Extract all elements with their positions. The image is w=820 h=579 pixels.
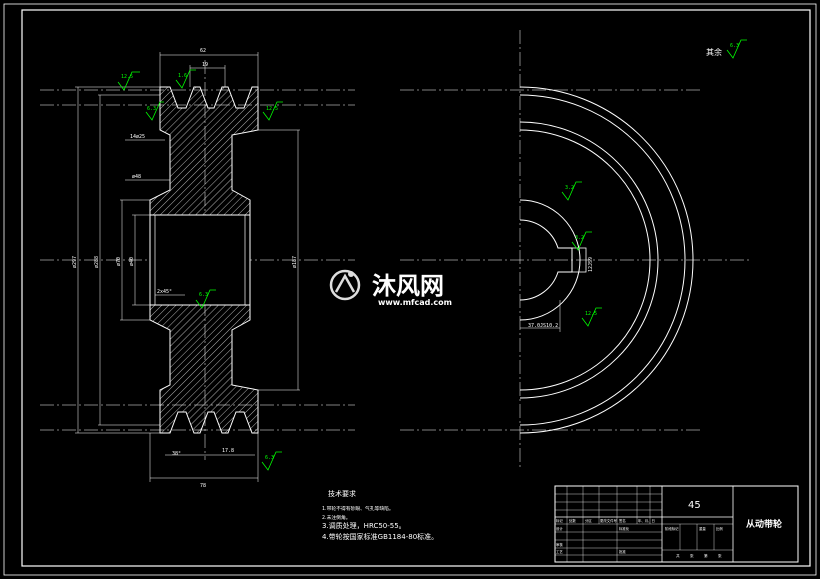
roughness-symbol: 6.3 xyxy=(261,451,282,471)
note-line: 4.带轮按国家标准GB1184-80标准。 xyxy=(322,532,438,541)
svg-text:12.5: 12.5 xyxy=(121,74,133,80)
tb-cell: 设计 xyxy=(556,526,563,531)
svg-text:6.3: 6.3 xyxy=(199,292,208,298)
tb-cell: 标记 xyxy=(556,518,563,523)
roughness-symbol: 1.6 xyxy=(175,69,196,89)
note-line: 1.带轮不得有砂眼、气孔等缺陷。 xyxy=(322,505,394,512)
tb-cell: 工艺 xyxy=(556,549,563,554)
dim-web2: ø48 xyxy=(132,174,141,180)
tb-stage: 重量 xyxy=(699,526,706,531)
watermark-logo: 沐风网 www.mfcad.com xyxy=(329,269,452,307)
tb-cell: 年、月、日 xyxy=(638,518,655,523)
dim-hub-dia: ø70 xyxy=(116,257,122,266)
tb-sheet: 第 xyxy=(704,553,708,558)
tb-cell: 批准 xyxy=(619,549,626,554)
tb-cell: 标准化 xyxy=(619,526,630,531)
dim-groove-depth: 17.8 xyxy=(222,448,234,454)
tb-stage: 比例 xyxy=(716,526,723,531)
dim-groove-angle: 38° xyxy=(172,451,181,457)
dim-rim-dia: ø288 xyxy=(94,256,100,268)
tb-cell: 审核 xyxy=(556,542,563,547)
dim-outer-dia: ø297 xyxy=(72,256,78,268)
roughness-symbol: 6.3 xyxy=(145,101,164,121)
material: 45 xyxy=(688,500,701,511)
hub-arc xyxy=(519,199,581,321)
watermark-url: www.mfcad.com xyxy=(378,298,452,307)
tb-sheet: 张 xyxy=(718,553,722,558)
tb-cell: 处数 xyxy=(569,518,576,523)
part-name: 从动带轮 xyxy=(746,518,782,530)
roughness-symbol: 12.5 xyxy=(262,101,283,121)
tb-cell: 签名 xyxy=(619,518,626,523)
roughness-symbol: 3.2 xyxy=(571,231,592,251)
surface-note: 其余 xyxy=(706,47,722,57)
dim-bore-dia: ø40 xyxy=(129,257,135,266)
tb-sheet: 共 xyxy=(676,553,680,558)
svg-text:12.5: 12.5 xyxy=(266,106,278,112)
title-block: 45 从动带轮 标记 处数 分区 更改文件号 签名 年、月、日 设计 标准化 审… xyxy=(554,485,799,563)
svg-text:6.3: 6.3 xyxy=(147,106,156,112)
dim-groove-pitch: 19 xyxy=(202,62,208,68)
side-view xyxy=(400,30,750,470)
tb-cell: 分区 xyxy=(585,518,592,523)
roughness-symbol: 12.5 xyxy=(117,71,140,91)
tb-cell: 更改文件号 xyxy=(600,518,618,523)
dim-key-depth: 37.0JS10.2 xyxy=(528,323,558,329)
svg-text:1.6: 1.6 xyxy=(178,73,187,79)
upper-rim-section xyxy=(149,86,259,216)
dim-top-width: 62 xyxy=(200,48,206,54)
tb-stage: 阶段标记 xyxy=(665,526,679,531)
note-line: 2.未注倒角。 xyxy=(322,514,351,521)
dim-key-width: 12JS9 xyxy=(588,257,594,272)
roughness-symbol: 6.3 xyxy=(726,39,747,59)
section-view xyxy=(40,52,355,482)
roughness-symbol: 12.5 xyxy=(581,307,602,327)
dim-chamfer: 2x45° xyxy=(157,289,172,295)
inner-border xyxy=(21,9,811,567)
dim-right-dia: ø187 xyxy=(292,256,298,268)
lower-rim-section xyxy=(149,304,259,434)
roughness-symbol: 3.2 xyxy=(561,181,582,201)
watermark-name: 沐风网 xyxy=(372,272,444,300)
notes-title: 技术要求 xyxy=(328,489,356,498)
dim-web1: 14ø25 xyxy=(130,134,145,140)
dim-face-width: 78 xyxy=(200,483,206,489)
svg-text:3.2: 3.2 xyxy=(575,235,584,241)
tb-sheet: 张 xyxy=(690,553,694,558)
roughness-symbol: 6.3 xyxy=(195,289,216,309)
technical-requirements: 技术要求 1.带轮不得有砂眼、气孔等缺陷。 2.未注倒角。 3.调质处理，HRC… xyxy=(322,489,438,541)
note-line: 3.调质处理，HRC50-55。 xyxy=(322,521,406,530)
svg-text:6.3: 6.3 xyxy=(730,43,739,49)
svg-text:3.2: 3.2 xyxy=(565,185,574,191)
outer-border xyxy=(3,3,817,576)
svg-text:12.5: 12.5 xyxy=(585,311,597,317)
svg-text:6.3: 6.3 xyxy=(265,455,274,461)
